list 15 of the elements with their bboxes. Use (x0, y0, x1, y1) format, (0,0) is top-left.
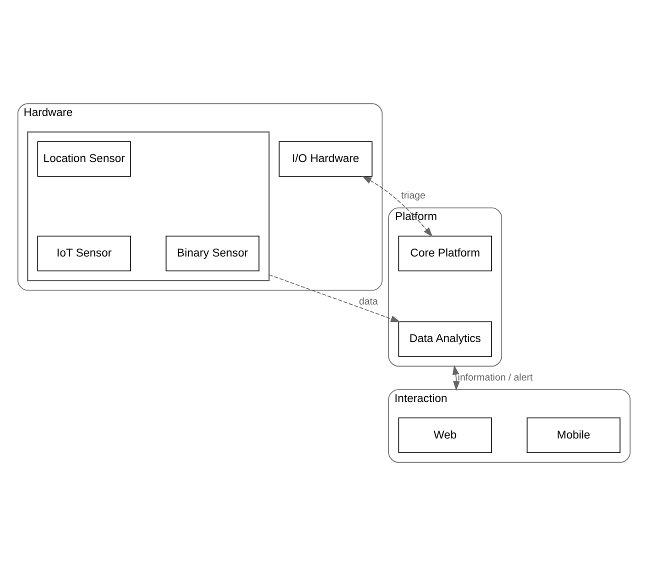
node-box: Binary Sensor (166, 235, 260, 271)
node-box: Core Platform (398, 235, 492, 271)
node-box: Mobile (526, 416, 620, 453)
node-box: IoT Sensor (37, 235, 131, 271)
node-box: Location Sensor (37, 140, 131, 176)
node-box: I/O Hardware (278, 140, 372, 176)
cluster (26, 130, 270, 281)
arrow (452, 364, 460, 390)
arrow (362, 175, 433, 236)
edge-label: information / alert (458, 372, 533, 383)
node-box: Data Analytics (398, 320, 492, 356)
edge-label: data (358, 296, 378, 307)
node-box: Web (398, 416, 492, 453)
edge-label: triage (401, 190, 426, 202)
arrow (268, 274, 400, 322)
